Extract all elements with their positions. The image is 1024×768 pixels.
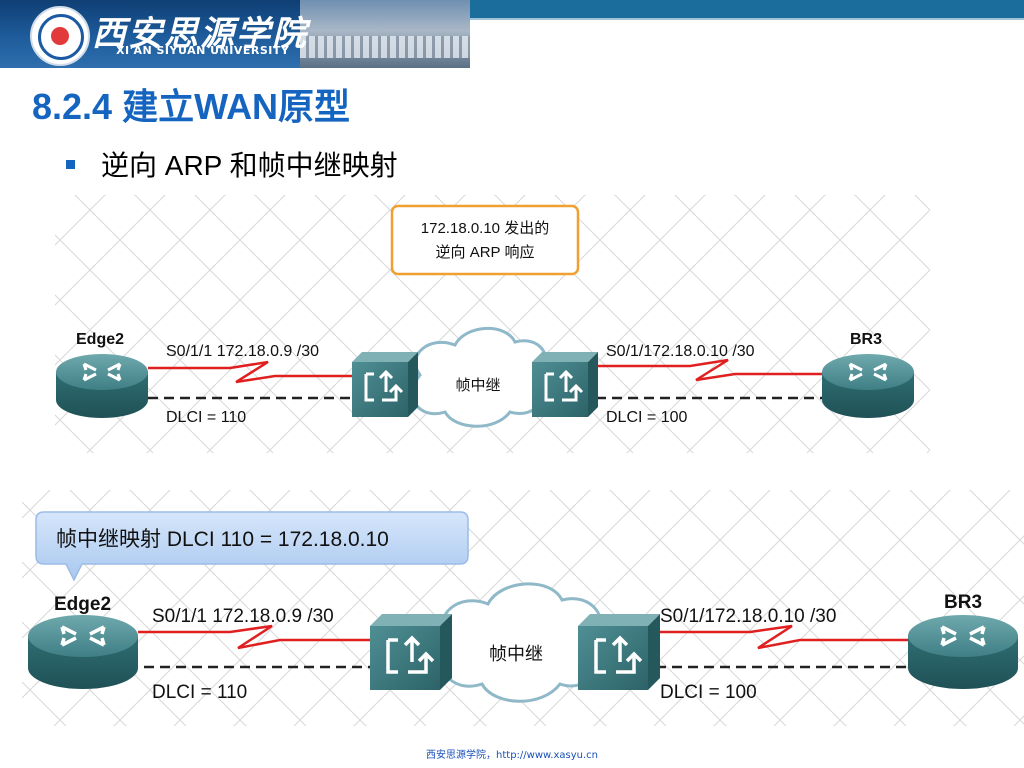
footer-text: 西安思源学院，http://www.xasyu.cn	[426, 750, 598, 761]
cloud-icon: 帧中继	[411, 327, 548, 428]
campus-photo	[300, 0, 470, 68]
callout-top-line1: 172.18.0.10 发出的	[421, 220, 549, 237]
diagram-bottom: 帧中继映射 DLCI 110 = 172.18.0.10 帧中继	[22, 490, 1024, 726]
serial-link-icon	[650, 624, 910, 650]
logo-chinese-name: 西安思源学院	[92, 14, 308, 54]
bullet-text: 逆向 ARP 和帧中继映射	[101, 150, 398, 181]
dlci-label-left: DLCI = 110	[152, 682, 247, 703]
cloud-label: 帧中继	[455, 377, 500, 394]
router-label-left: Edge2	[76, 331, 124, 348]
interface-label-left: S0/1/1 172.18.0.9 /30	[166, 343, 319, 360]
dlci-label-right: DLCI = 100	[606, 409, 687, 426]
frame-relay-switch-icon	[370, 614, 452, 690]
frame-relay-switch-icon	[532, 352, 598, 417]
router-label-left: Edge2	[54, 594, 111, 615]
serial-link-icon	[148, 360, 360, 384]
logo-english-name: XI'AN SIYUAN UNIVERSITY	[116, 44, 290, 57]
router-label-right: BR3	[850, 331, 882, 348]
router-label-right: BR3	[944, 592, 982, 613]
frame-relay-switch-icon	[578, 614, 660, 690]
cloud-icon: 帧中继	[440, 582, 603, 703]
university-emblem-icon	[30, 6, 90, 66]
header-stripe-line	[470, 18, 1024, 20]
cloud-label: 帧中继	[489, 644, 543, 664]
dlci-label-left: DLCI = 110	[166, 409, 246, 426]
diagram-top: 172.18.0.10 发出的 逆向 ARP 响应 帧中继	[55, 195, 930, 453]
serial-link-icon	[595, 358, 830, 382]
router-icon	[908, 615, 1018, 689]
serial-link-icon	[138, 624, 370, 650]
bullet-icon	[66, 159, 75, 169]
callout-top: 172.18.0.10 发出的 逆向 ARP 响应	[390, 204, 580, 276]
interface-label-right: S0/1/172.18.0.10 /30	[606, 343, 755, 360]
slide-title: 8.2.4 建立WAN原型	[32, 86, 351, 127]
university-logo: 西安思源学院 XI'AN SIYUAN UNIVERSITY	[0, 0, 470, 68]
callout-bottom-text: 帧中继映射 DLCI 110 = 172.18.0.10	[56, 528, 389, 551]
header-bar: 西安思源学院 XI'AN SIYUAN UNIVERSITY	[0, 0, 1024, 68]
router-icon	[822, 354, 914, 418]
router-icon	[56, 354, 148, 418]
dlci-label-right: DLCI = 100	[660, 682, 757, 703]
network-diagrams: 172.18.0.10 发出的 逆向 ARP 响应 帧中继	[22, 195, 1024, 726]
interface-label-left: S0/1/1 172.18.0.9 /30	[152, 606, 334, 627]
frame-relay-switch-icon	[352, 352, 418, 417]
router-icon	[28, 615, 138, 689]
header-stripe	[470, 0, 1024, 18]
callout-top-line2: 逆向 ARP 响应	[436, 243, 535, 261]
bullet-item: 逆向 ARP 和帧中继映射	[66, 144, 398, 184]
callout-bottom: 帧中继映射 DLCI 110 = 172.18.0.10	[35, 511, 469, 582]
interface-label-right: S0/1/172.18.0.10 /30	[660, 606, 836, 627]
